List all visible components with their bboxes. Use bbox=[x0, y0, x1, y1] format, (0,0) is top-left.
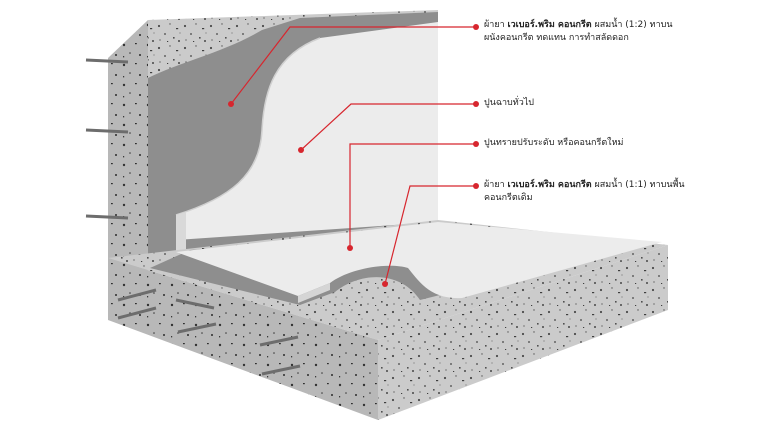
rebar bbox=[259, 335, 299, 347]
leader-line-2 bbox=[300, 103, 476, 151]
rebar bbox=[117, 288, 157, 302]
rebar bbox=[261, 364, 301, 376]
callout-screed: ปูนทรายปรับระดับ หรือคอนกรีตใหม่ bbox=[484, 137, 623, 150]
leader-lines bbox=[228, 24, 479, 287]
leader-end-dot-4 bbox=[473, 183, 479, 189]
rebar bbox=[85, 128, 129, 134]
leader-line-1 bbox=[230, 26, 476, 105]
leader-dot-1 bbox=[228, 101, 234, 107]
callout-line: ปูนฉาบทั่วไป bbox=[484, 97, 534, 110]
callout-plaster: ปูนฉาบทั่วไป bbox=[484, 97, 534, 110]
leader-line-3 bbox=[349, 143, 476, 248]
callout-wall-primer: ผ้ายา เวเบอร์.พริม คอนกรีต ผสมน้ำ (1:2) … bbox=[484, 19, 673, 45]
leader-end-dot-1 bbox=[473, 24, 479, 30]
callout-text: ผ้ายา bbox=[484, 180, 508, 190]
wall-plaster bbox=[175, 22, 438, 252]
leader-end-dot-2 bbox=[473, 101, 479, 107]
rebar-group bbox=[85, 58, 301, 376]
rebar bbox=[177, 322, 217, 334]
leader-dot-3 bbox=[347, 245, 353, 251]
callout-line: ปูนทรายปรับระดับ หรือคอนกรีตใหม่ bbox=[484, 137, 623, 150]
callout-line: ผ้ายา เวเบอร์.พริม คอนกรีต ผสมน้ำ (1:2) … bbox=[484, 19, 673, 32]
callout-text: ปูนฉาบทั่วไป bbox=[484, 98, 534, 108]
product-name: เวเบอร์.พริม คอนกรีต bbox=[507, 20, 592, 30]
callout-line-2: คอนกรีตเดิม bbox=[484, 193, 533, 203]
leader-dot-4 bbox=[382, 281, 388, 287]
callout-floor-primer: ผ้ายา เวเบอร์.พริม คอนกรีต ผสมน้ำ (1:1) … bbox=[484, 179, 685, 205]
rebar bbox=[85, 58, 129, 64]
callout-text: ปูนทรายปรับระดับ หรือคอนกรีตใหม่ bbox=[484, 138, 624, 148]
leader-dot-2 bbox=[298, 147, 304, 153]
callout-text: ผสมน้ำ (1:2) ทาบน bbox=[591, 20, 673, 30]
callout-text: ผสมน้ำ (1:1) ทาบนพื้น bbox=[591, 180, 685, 190]
callout-text: ผ้ายา bbox=[484, 20, 508, 30]
callout-line: ผ้ายา เวเบอร์.พริม คอนกรีต ผสมน้ำ (1:1) … bbox=[484, 179, 685, 192]
rebar bbox=[85, 214, 129, 220]
leader-line-4 bbox=[384, 185, 476, 285]
product-name: เวเบอร์.พริม คอนกรีต bbox=[507, 180, 592, 190]
callout-line-2: ผนังคอนกรีต ทดแทน การทำสลัดดอก bbox=[484, 33, 629, 43]
leader-end-dot-3 bbox=[473, 141, 479, 147]
rebar bbox=[117, 306, 157, 320]
rebar bbox=[175, 298, 215, 310]
floor-screed bbox=[176, 222, 662, 303]
